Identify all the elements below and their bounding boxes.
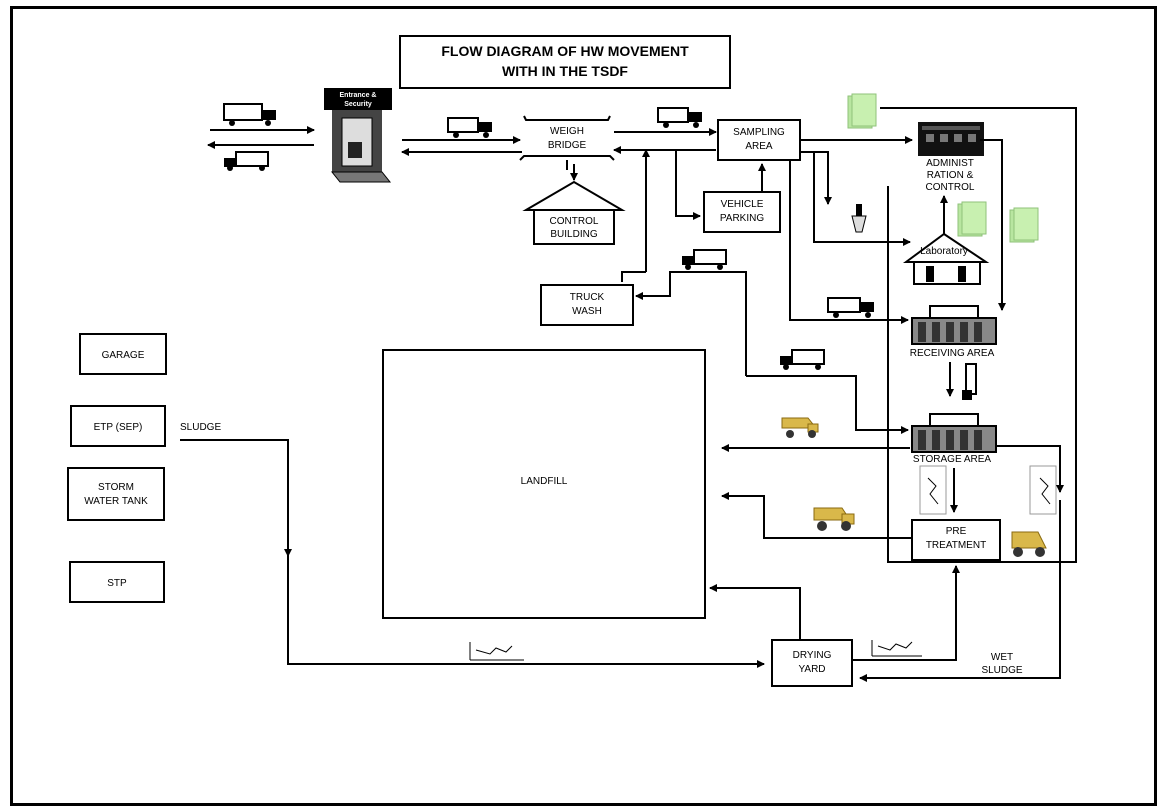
arrow-sludge-down (180, 439, 292, 557)
dump-truck-icon (813, 507, 855, 531)
vehicle-parking-label-2: PARKING (720, 213, 764, 224)
sampling-area-label-2: AREA (745, 141, 773, 152)
storm-water-label-2: WATER TANK (84, 496, 148, 507)
document-icon (957, 201, 987, 237)
drying-yard-label-2: YARD (798, 664, 825, 675)
arrow-admin-receiving (980, 139, 1006, 311)
arrow-into-wash (621, 271, 646, 282)
truck-icon (447, 117, 492, 138)
weigh-bridge: WEIGH BRIDGE (519, 115, 615, 170)
garage-label: GARAGE (102, 350, 145, 361)
tank-icon (919, 465, 947, 515)
sampling-area-label-1: SAMPLING (733, 127, 785, 138)
truck-icon (780, 349, 825, 370)
wet-sludge-label-1: WET (991, 652, 1013, 663)
truck-wash-box (540, 284, 634, 326)
gate-label-2: Security (344, 101, 372, 108)
arrow-drying-pretreatment (852, 565, 960, 661)
landfill-label: LANDFILL (521, 476, 568, 487)
arrow-to-parking (675, 150, 701, 220)
admin-label-3: CONTROL (926, 182, 975, 193)
conveyor-icon (469, 642, 524, 661)
receiving-area-label: RECEIVING AREA (910, 348, 995, 359)
control-building: CONTROL BUILDING (522, 180, 626, 245)
pre-treatment-label-1: PRE (946, 526, 967, 537)
arrow-return-to-wash (635, 271, 747, 376)
storage-building: STORAGE AREA (911, 413, 997, 465)
truck-icon (827, 297, 874, 318)
garage-box (79, 333, 167, 375)
weigh-bridge-label-2: BRIDGE (548, 140, 587, 151)
diagram-frame (10, 6, 1157, 806)
truck-wash-label-1: TRUCK (570, 292, 605, 303)
storm-water-tank-box (67, 467, 165, 521)
loader-icon (1011, 531, 1047, 557)
pre-treatment-label-2: TREATMENT (926, 540, 986, 551)
drying-yard-label-1: DRYING (793, 650, 832, 661)
arrow-wet-sludge (859, 500, 1061, 682)
weigh-bridge-label-1: WEIGH (550, 126, 584, 137)
conveyor-icon (871, 640, 922, 657)
pre-treatment-box (911, 519, 1001, 561)
vehicle-parking-label-1: VEHICLE (721, 199, 764, 210)
admin-label-1: ADMINIST (926, 158, 974, 169)
vehicle-parking-box (703, 191, 781, 233)
admin-building: ADMINIST RATION & CONTROL (918, 122, 984, 193)
drying-yard-box (771, 639, 853, 687)
tank-icon (1029, 465, 1057, 515)
document-icon (847, 93, 877, 129)
arrow-sampling-lab (813, 152, 911, 246)
control-building-label-2: BUILDING (550, 229, 597, 240)
storm-water-label-1: STORM (98, 482, 134, 493)
etp-box (70, 405, 166, 447)
arrow-to-storage (746, 375, 909, 434)
arrow-sludge-drying (287, 556, 765, 668)
document-icon (1009, 207, 1039, 243)
laboratory-label: Laboratory (920, 246, 968, 257)
truck-icon (682, 249, 727, 270)
laboratory-building: Laboratory (902, 232, 990, 285)
storage-area-label: STORAGE AREA (913, 454, 992, 465)
sampling-area-box (717, 119, 801, 161)
stp-label: STP (107, 578, 127, 589)
wet-sludge-label-2: SLUDGE (981, 665, 1022, 676)
arrow-pretreatment-landfill (721, 492, 912, 539)
arrow-sampling-receiving (789, 160, 909, 324)
sample-bottle-icon (851, 204, 867, 233)
arrow-drying-landfill (709, 584, 801, 640)
arrow-sampling-sample (800, 151, 832, 205)
control-building-label-1: CONTROL (550, 216, 599, 227)
etp-label: ETP (SEP) (94, 422, 143, 433)
sludge-label: SLUDGE (180, 422, 221, 433)
truck-icon (223, 103, 276, 126)
title-line-1: FLOW DIAGRAM OF HW MOVEMENT (441, 43, 689, 59)
receiving-building: RECEIVING AREA (910, 305, 997, 359)
arrow-storage-tank (996, 445, 1064, 493)
title-box (399, 35, 731, 89)
dump-truck-icon (781, 417, 819, 438)
admin-label-2: RATION & (927, 170, 974, 181)
facility-boundary (880, 107, 1077, 563)
security-booth: Entrance & Security (324, 88, 392, 183)
stp-box (69, 561, 165, 603)
forklift-icon (962, 363, 977, 400)
title-line-2: WITH IN THE TSDF (502, 63, 628, 79)
truck-wash-label-2: WASH (572, 306, 602, 317)
landfill-box (382, 349, 706, 619)
gate-label-1: Entrance & (340, 92, 377, 99)
truck-icon (657, 107, 702, 128)
truck-icon (224, 151, 269, 171)
